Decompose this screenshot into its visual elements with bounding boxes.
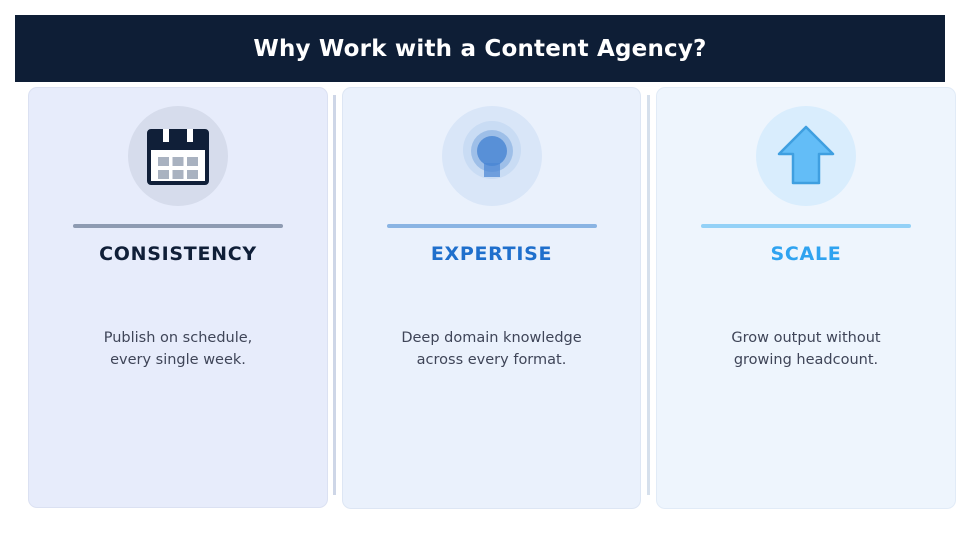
- card-scale[interactable]: SCALE Grow output without growing headco…: [656, 87, 956, 509]
- card-description: Publish on schedule, every single week.: [103, 330, 253, 368]
- icon-circle-background: [756, 106, 856, 206]
- card-title: EXPERTISE: [430, 243, 553, 265]
- accent-divider: [386, 224, 597, 228]
- header-banner: Why Work with a Content Agency?: [15, 15, 945, 82]
- card-title: CONSISTENCY: [99, 243, 257, 265]
- up-arrow-icon: [771, 121, 841, 191]
- card-content: SCALE Grow output without growing headco…: [657, 88, 955, 508]
- card-separator-1: [333, 95, 336, 495]
- card-title: SCALE: [770, 243, 842, 265]
- card-consistency[interactable]: CONSISTENCY Publish on schedule, every s…: [28, 87, 328, 508]
- icon-circle-background: [441, 106, 542, 206]
- card-expertise[interactable]: EXPERTISE Deep domain knowledge across e…: [342, 87, 641, 509]
- page-title: Why Work with a Content Agency?: [253, 35, 707, 62]
- cards-row: CONSISTENCY Publish on schedule, every s…: [0, 87, 959, 512]
- accent-divider: [73, 224, 283, 228]
- lightbulb-icon: [450, 114, 534, 198]
- icon-circle-background: [128, 106, 228, 206]
- card-description: Grow output without growing headcount.: [731, 330, 881, 368]
- calendar-icon: [141, 119, 215, 193]
- card-content: EXPERTISE Deep domain knowledge across e…: [343, 88, 640, 508]
- card-content: CONSISTENCY Publish on schedule, every s…: [29, 88, 327, 507]
- accent-divider: [701, 224, 911, 228]
- card-separator-2: [647, 95, 650, 495]
- card-description: Deep domain knowledge across every forma…: [401, 330, 582, 368]
